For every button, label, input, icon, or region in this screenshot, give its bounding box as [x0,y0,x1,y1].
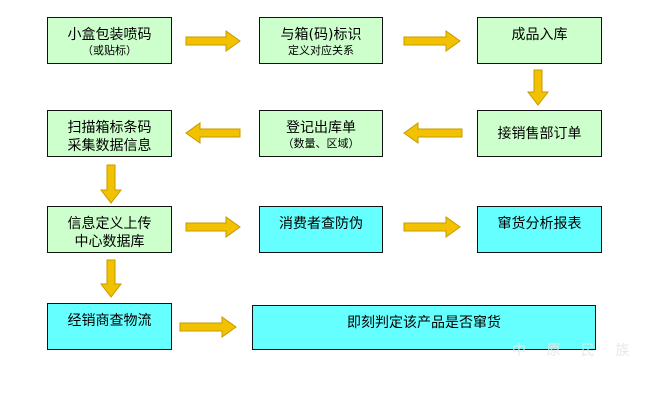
step-sublabel: （数量、区域） [282,137,360,150]
step-box-outbound-register: 登记出库单 （数量、区域） [259,110,383,157]
step-label-line2: 中心数据库 [74,234,145,250]
watermark: 中 原 民 族 [512,343,638,359]
arrow-down-icon [99,164,123,204]
step-label: 小盒包装喷码 [67,27,152,43]
step-label: 登记出库单 [286,120,356,136]
step-label: 信息定义上传 [67,216,152,232]
step-label: 接销售部订单 [497,126,582,142]
step-sublabel: （或贴标） [82,44,137,57]
step-box-spray-code: 小盒包装喷码 （或贴标） [47,17,172,64]
step-label: 与箱(码)标识 [280,27,362,43]
step-box-define-relation: 与箱(码)标识 定义对应关系 [259,17,383,64]
step-label: 窜货分析报表 [497,216,582,232]
step-label: 经销商查物流 [67,313,152,329]
step-label: 成品入库 [511,27,568,43]
step-sublabel: 定义对应关系 [288,44,354,57]
step-label-line2: 采集数据信息 [67,138,152,154]
arrow-right-icon [179,316,237,338]
arrow-down-icon [526,69,550,106]
step-label: 消费者查防伪 [279,216,363,232]
step-label: 即刻判定该产品是否窜货 [347,315,501,331]
arrow-left-icon [403,122,463,144]
step-box-sales-order: 接销售部订单 [477,110,602,157]
step-box-consumer-check: 消费者查防伪 [259,206,383,253]
step-box-dealer-logistics: 经销商查物流 [47,303,172,350]
step-box-upload-info: 信息定义上传 中心数据库 [47,206,172,253]
arrow-left-icon [185,122,241,144]
step-box-scan-barcode: 扫描箱标条码 采集数据信息 [47,110,172,157]
step-label: 扫描箱标条码 [67,120,152,136]
arrow-right-icon [403,216,461,238]
arrow-right-icon [403,30,461,52]
arrow-right-icon [185,216,241,238]
step-box-warehouse-in: 成品入库 [477,17,602,64]
arrow-right-icon [185,30,241,52]
step-box-fleeing-report: 窜货分析报表 [477,206,602,253]
arrow-down-icon [99,259,123,298]
step-box-judge-fleeing: 即刻判定该产品是否窜货 [252,305,596,350]
